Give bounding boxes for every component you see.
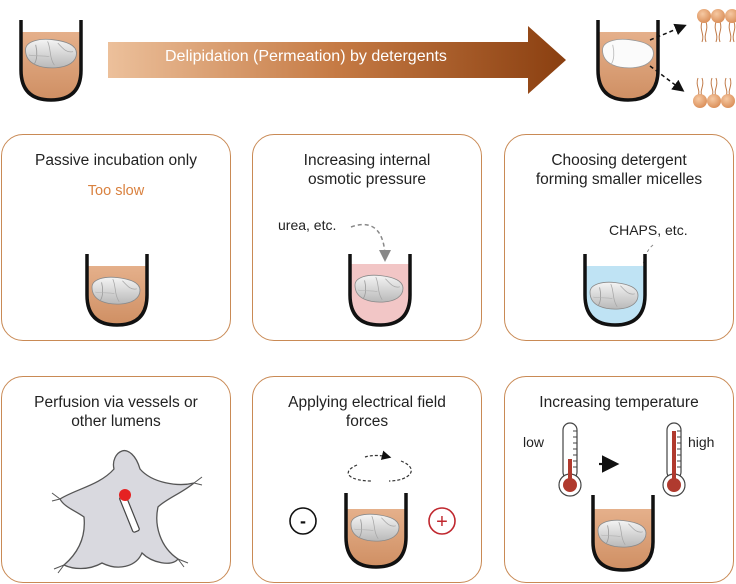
electrophoresis-illustration: - + bbox=[289, 450, 456, 569]
low-label: low bbox=[523, 434, 545, 450]
panel-title: Perfusion via vessels or other lumens bbox=[34, 394, 198, 430]
plus-sign: + bbox=[436, 511, 448, 533]
panel-title: Increasing temperature bbox=[539, 394, 699, 411]
tube-after-delipidation bbox=[596, 20, 687, 102]
panel-passive-incubation: Passive incubation only Too slow bbox=[1, 134, 231, 341]
rotation-arrows bbox=[347, 450, 412, 482]
temperature-illustration bbox=[558, 422, 686, 572]
lipid-cluster-bottom bbox=[693, 77, 735, 108]
minus-sign: - bbox=[300, 511, 306, 531]
tube-detergent bbox=[583, 244, 654, 327]
panel-perfusion: Perfusion via vessels or other lumens bbox=[1, 376, 231, 583]
too-slow-note: Too slow bbox=[87, 183, 145, 199]
panel-smaller-micelles: Choosing detergent forming smaller micel… bbox=[504, 134, 734, 341]
tube-osmotic bbox=[348, 223, 412, 327]
panel-electrical-field: Applying electrical field forces - + bbox=[252, 376, 482, 583]
tube-passive bbox=[85, 254, 149, 327]
panel-temperature: Increasing temperature low high bbox=[504, 376, 734, 583]
chaps-note: CHAPS, etc. bbox=[609, 222, 688, 238]
panel-title: Applying electrical field forces bbox=[288, 394, 446, 430]
negative-electrode-icon bbox=[289, 507, 317, 535]
high-label: high bbox=[688, 434, 715, 450]
perfusion-needle bbox=[119, 489, 140, 533]
urea-note: urea, etc. bbox=[278, 217, 337, 233]
positive-electrode-icon bbox=[428, 507, 456, 535]
panel-title: Increasing internal osmotic pressure bbox=[303, 152, 431, 188]
lipid-cluster-top bbox=[697, 9, 736, 43]
panel-title: Passive incubation only bbox=[35, 152, 197, 169]
thermometer-high-icon bbox=[662, 422, 686, 497]
panel-title: Choosing detergent forming smaller micel… bbox=[535, 152, 703, 188]
delipidation-arrow-label: Delipidation (Permeation) by detergents bbox=[165, 48, 447, 65]
mouse-perfusion-illustration bbox=[51, 449, 203, 574]
panel-osmotic-pressure: Increasing internal osmotic pressure ure… bbox=[252, 134, 482, 341]
thermometer-low-icon bbox=[558, 422, 582, 497]
top-diagram bbox=[19, 9, 736, 108]
tube-before-delipidation bbox=[19, 20, 83, 102]
delipidation-arrow bbox=[108, 26, 566, 94]
